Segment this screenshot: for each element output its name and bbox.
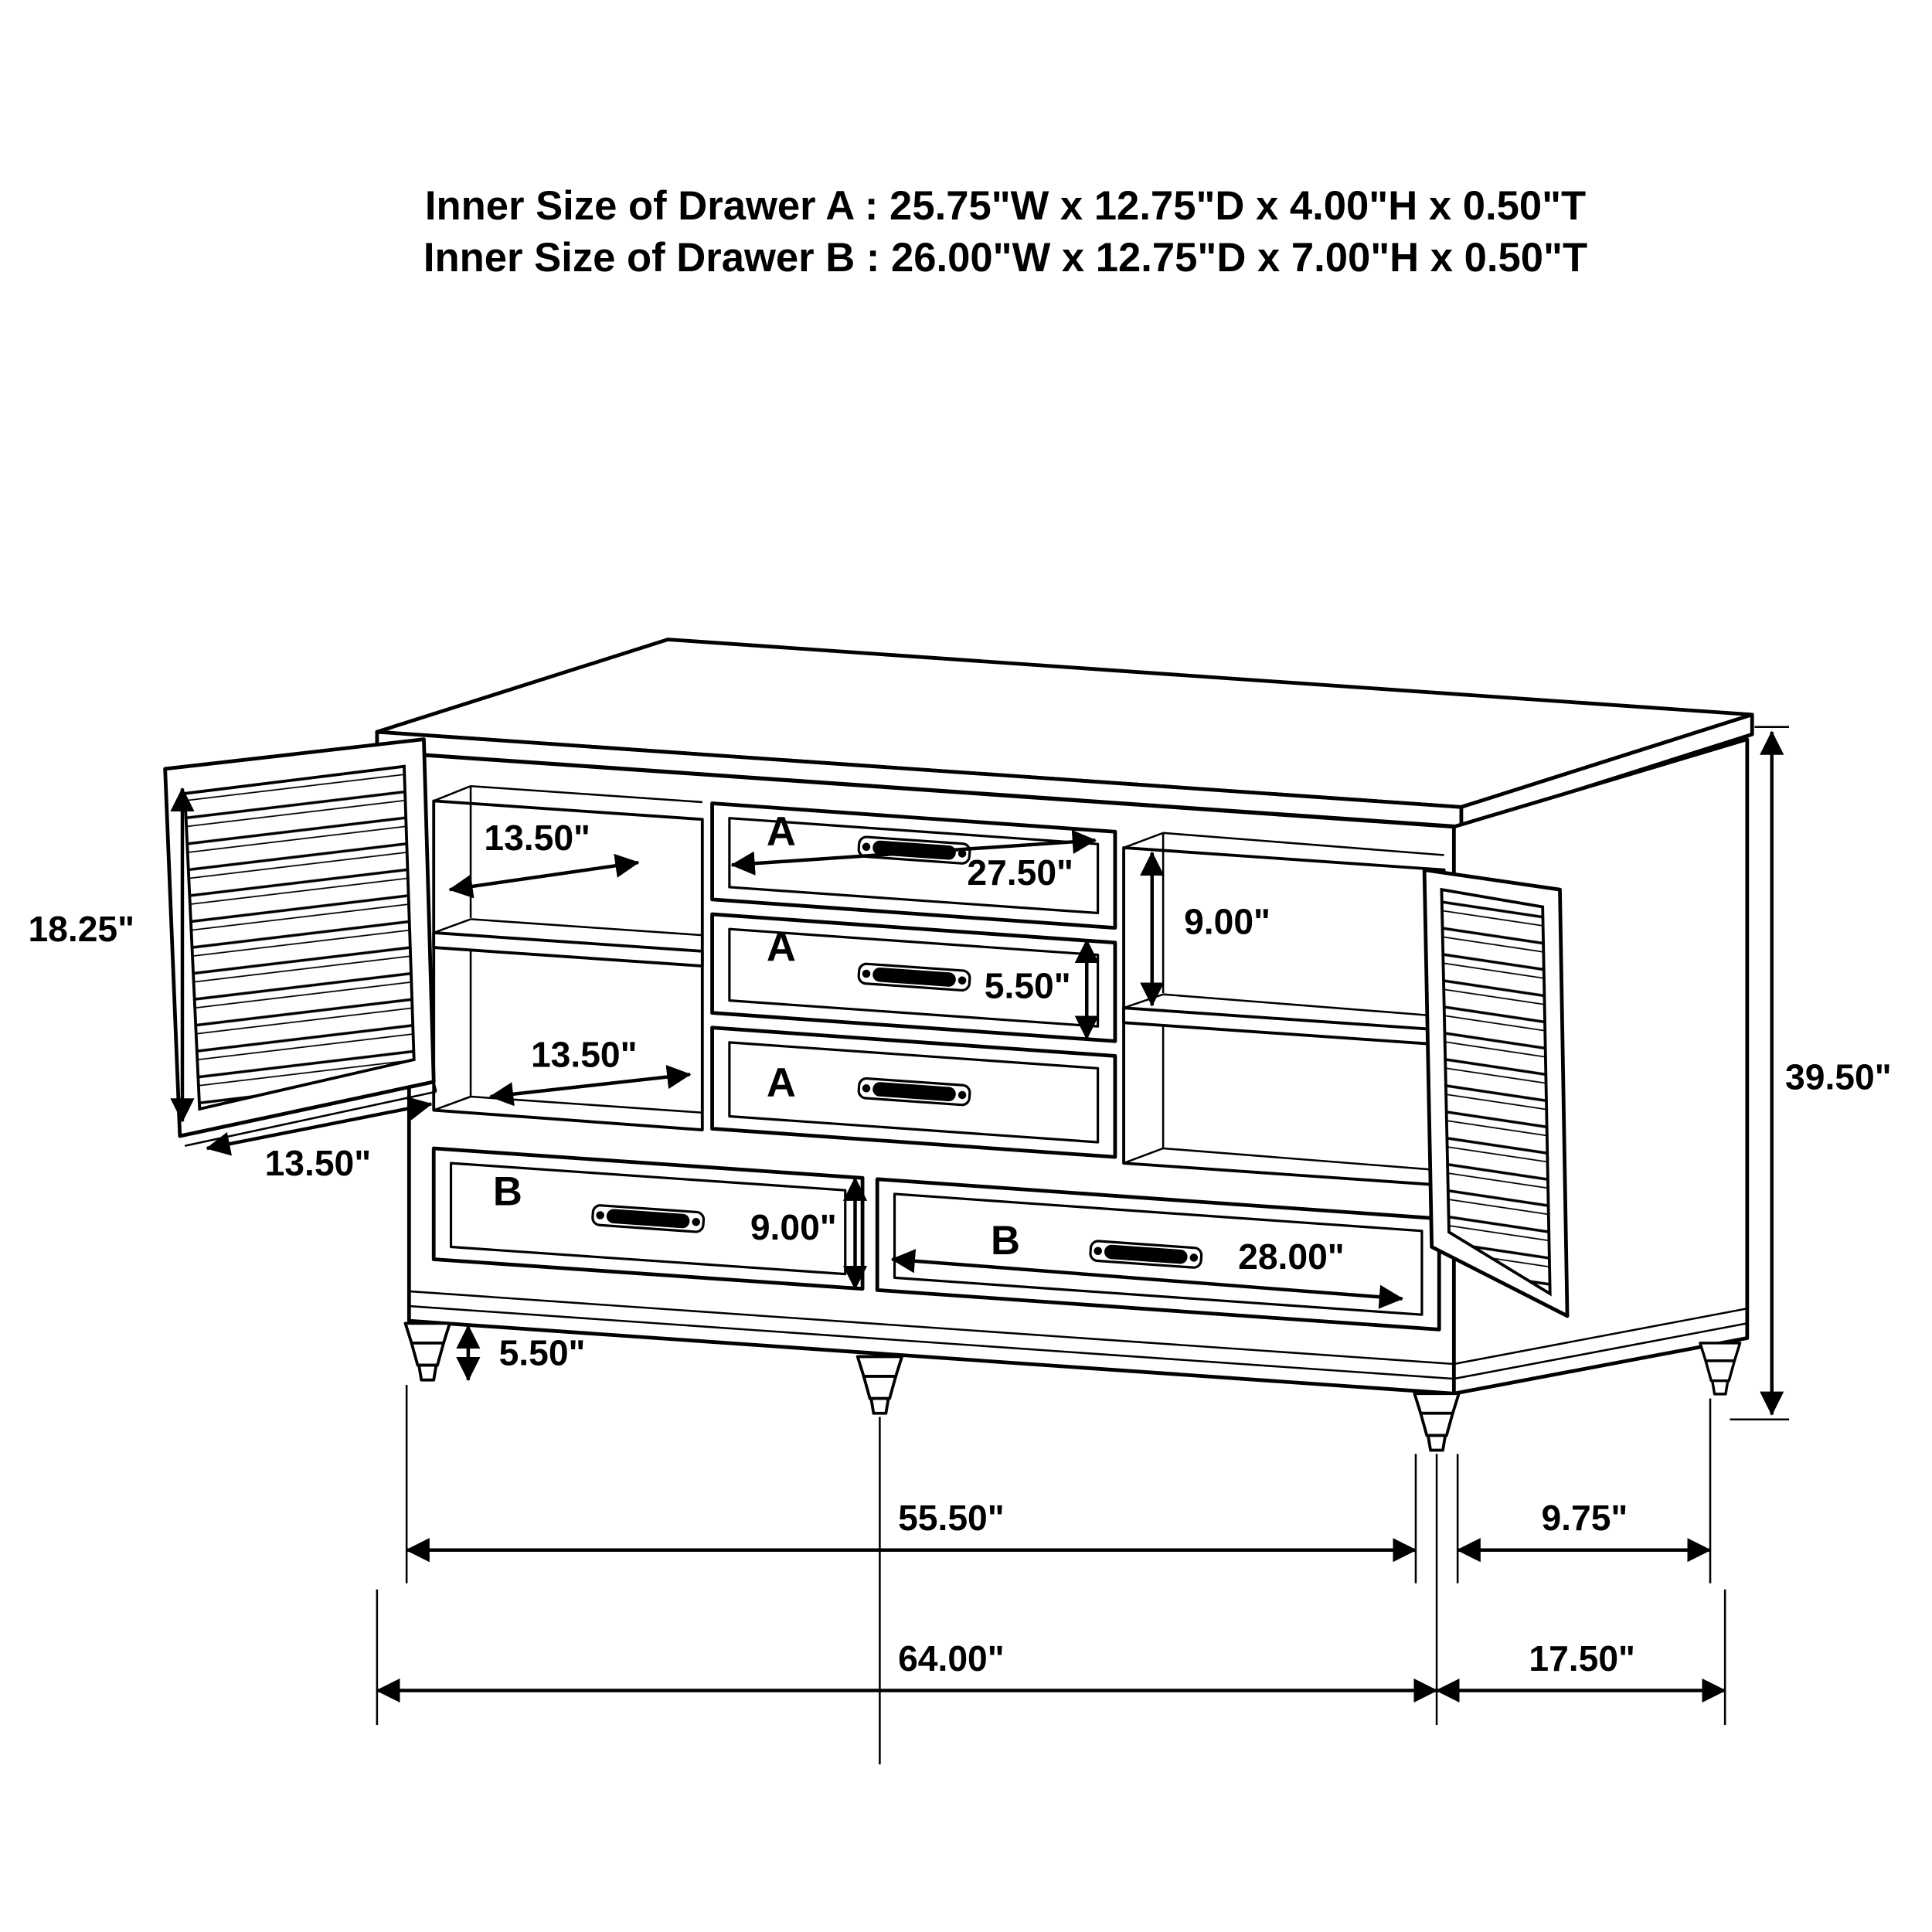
arrow-door-width: [206, 1097, 433, 1156]
label-leg-height: 5.50": [499, 1333, 586, 1373]
front-right-foot: [1413, 1392, 1461, 1452]
drawer-b1-label: B: [493, 1168, 522, 1214]
label-drawer-b-height: 9.00": [750, 1207, 837, 1247]
left-louvered-door: [163, 737, 437, 1148]
drawer-letter-labels: A A A B B: [493, 809, 1020, 1264]
front-center-foot: [855, 1355, 904, 1415]
label-door-width: 13.50": [265, 1143, 372, 1183]
header-line-2: Inner Size of Drawer B : 26.00"W x 12.75…: [423, 235, 1587, 281]
label-overall-height: 39.50": [1785, 1056, 1892, 1097]
extension-lines-path: [376, 726, 1790, 1765]
extension-lines: [376, 726, 1790, 1765]
left-shelf: [432, 931, 704, 968]
label-leg-span-width: 55.50": [898, 1498, 1005, 1538]
drawer-b2-label: B: [991, 1218, 1020, 1264]
left-door-louvers: [183, 764, 416, 1111]
drawer-a3-bevel: [728, 1041, 1100, 1144]
arrow-shelf-depth-top: [448, 853, 640, 899]
label-shelf-depth-top: 13.50": [484, 818, 590, 858]
arrow-drawer-a-width: [730, 829, 1097, 876]
label-drawer-a-height: 5.50": [985, 965, 1071, 1005]
arrow-drawer-b-width: [890, 1249, 1403, 1309]
right-door-louvers: [1440, 887, 1552, 1297]
label-leg-span-depth: 9.75": [1541, 1498, 1628, 1538]
front-left-foot: [403, 1321, 451, 1382]
drawer-a3: [710, 1026, 1117, 1159]
label-overall-depth: 17.50": [1529, 1638, 1635, 1679]
header-line-1: Inner Size of Drawer A : 25.75"W x 12.75…: [425, 183, 1586, 229]
label-drawer-a-width: 27.50": [967, 852, 1073, 893]
drawer-a2-label: A: [767, 925, 796, 971]
dimension-arrows: [170, 730, 1784, 1703]
base-molding-lines: [409, 1290, 1748, 1380]
right-louvered-door: [1422, 868, 1570, 1318]
right-compartment: [1122, 832, 1446, 1187]
drawer-a1-label: A: [767, 809, 796, 855]
label-shelf-opening-height: 9.00": [1184, 902, 1270, 942]
label-overall-width: 64.00": [898, 1638, 1005, 1679]
drawer-a3-label: A: [767, 1060, 796, 1106]
arrow-shelf-depth-bottom: [489, 1065, 692, 1107]
top-right-edge: [1459, 713, 1754, 829]
label-shelf-depth-bottom: 13.50": [531, 1035, 638, 1075]
left-compartment-depth-lines: [433, 784, 702, 1114]
header-text: Inner Size of Drawer A : 25.75"W x 12.75…: [423, 183, 1587, 281]
dimension-labels: 13.50" 18.25" 27.50" 9.00" 5.50" 13.50" …: [28, 818, 1891, 1679]
back-right-foot: [1699, 1342, 1742, 1396]
drawer-a2: [710, 912, 1117, 1043]
label-drawer-b-width: 28.00": [1238, 1236, 1345, 1277]
label-door-height: 18.25": [28, 909, 134, 949]
dresser-top-slab: [375, 638, 1754, 829]
